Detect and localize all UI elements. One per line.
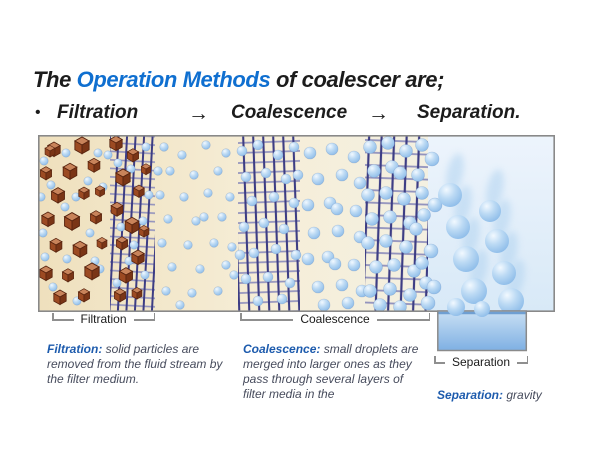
bracket-line xyxy=(435,362,445,364)
coalescer-diagram xyxy=(38,135,556,352)
collected-liquid-pool xyxy=(437,298,528,352)
coalescence-description: Coalescence: small droplets are merged i… xyxy=(243,342,429,402)
bracket-line xyxy=(53,319,74,321)
solid-particles-group xyxy=(39,136,152,306)
title-prefix: The xyxy=(33,67,77,92)
coalescence-description-lead: Coalescence: xyxy=(243,342,321,356)
bracket-tick xyxy=(153,313,156,321)
filtration-description-body: solid particles are removed from the flu… xyxy=(47,342,223,386)
filtration-bracket: Filtration xyxy=(52,312,156,328)
bracket-line xyxy=(133,319,154,321)
page-title: The Operation Methods of coalescer are; xyxy=(33,67,444,93)
step-filtration: Filtration xyxy=(57,102,139,123)
bracket-tick xyxy=(52,313,54,321)
process-steps-line: • Filtration → Coalescence → Separation. xyxy=(0,102,600,130)
bracket-line xyxy=(517,362,527,364)
filtration-description-lead: Filtration: xyxy=(47,342,103,356)
filtration-description: Filtration: solid particles are removed … xyxy=(47,342,225,387)
title-suffix: of coalescer are; xyxy=(270,67,445,92)
bracket-tick xyxy=(428,313,430,321)
droplets-group xyxy=(39,136,443,311)
coalescence-description-body: small droplets are merged into larger on… xyxy=(243,342,419,401)
bracket-tick xyxy=(526,356,529,364)
bracket-line xyxy=(376,319,429,321)
diagram-border xyxy=(38,135,556,312)
step-separation: Separation. xyxy=(417,102,521,123)
bottom-crop-mask xyxy=(0,403,600,450)
filtration-zone-label: Filtration xyxy=(80,312,127,326)
arrow-right-icon: → xyxy=(368,102,389,125)
coalescence-bracket: Coalescence xyxy=(240,312,430,328)
bracket-tick xyxy=(434,356,436,364)
separation-description-lead: Separation: xyxy=(437,388,504,402)
coalescence-zone-label: Coalescence xyxy=(300,312,370,326)
bullet-icon: • xyxy=(35,104,41,121)
bracket-line xyxy=(241,319,294,321)
arrow-right-icon: → xyxy=(188,102,209,125)
process-graphic xyxy=(38,135,556,352)
step-coalescence: Coalescence xyxy=(231,102,348,123)
title-highlight: Operation Methods xyxy=(76,67,271,92)
separation-description: Separation: gravity xyxy=(437,388,587,403)
separation-description-body: gravity xyxy=(503,388,542,402)
separation-zone-label: Separation xyxy=(451,355,511,369)
large-droplets-group xyxy=(438,153,525,311)
bracket-tick xyxy=(240,313,242,321)
separation-bracket: Separation xyxy=(434,355,529,371)
